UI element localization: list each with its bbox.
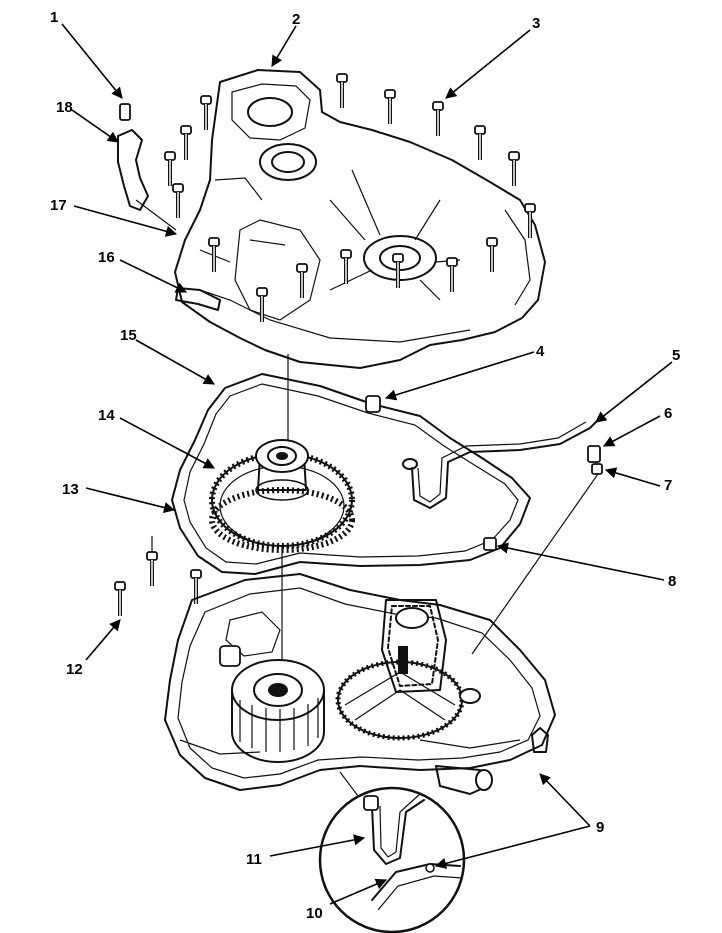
- callout-8: 8: [668, 573, 676, 590]
- oil-pipe-5: [365, 395, 603, 551]
- clutch-drum: [219, 645, 325, 763]
- case-bolts: [163, 72, 537, 324]
- case-gasket: [171, 373, 531, 575]
- callout-9: 9: [596, 819, 604, 836]
- callout-16: 16: [98, 249, 115, 266]
- callout-10: 10: [306, 905, 323, 922]
- loose-bolts: [113, 550, 203, 618]
- transmission-case-bottom: [164, 573, 556, 791]
- callout-18: 18: [56, 99, 73, 116]
- callout-2: 2: [292, 11, 300, 28]
- detail-inset: [318, 771, 466, 933]
- callout-4: 4: [536, 343, 545, 360]
- callout-12: 12: [66, 661, 83, 678]
- callout-13: 13: [62, 481, 79, 498]
- leader-lines: [61, 23, 673, 905]
- callout-3: 3: [532, 15, 540, 32]
- callout-17: 17: [50, 197, 67, 214]
- callout-1: 1: [50, 9, 58, 26]
- callout-14: 14: [98, 407, 115, 424]
- bottom-fittings-9: [435, 727, 549, 795]
- ring-gear-and-chain: [335, 599, 481, 741]
- bracket-18: [117, 103, 177, 231]
- transmission-case-top: [174, 69, 546, 369]
- fitting-16: [175, 287, 221, 311]
- alignment-lines: [151, 354, 599, 660]
- callout-11: 11: [246, 851, 262, 868]
- differential-gear-14: [209, 439, 355, 553]
- callout-labels: 1 2 3 4 5 6 7 8 9 10 11 12 13 14 15 16 1…: [50, 9, 680, 922]
- callout-5: 5: [672, 347, 680, 364]
- callout-15: 15: [120, 327, 137, 344]
- callout-7: 7: [664, 477, 672, 494]
- callout-6: 6: [664, 405, 672, 422]
